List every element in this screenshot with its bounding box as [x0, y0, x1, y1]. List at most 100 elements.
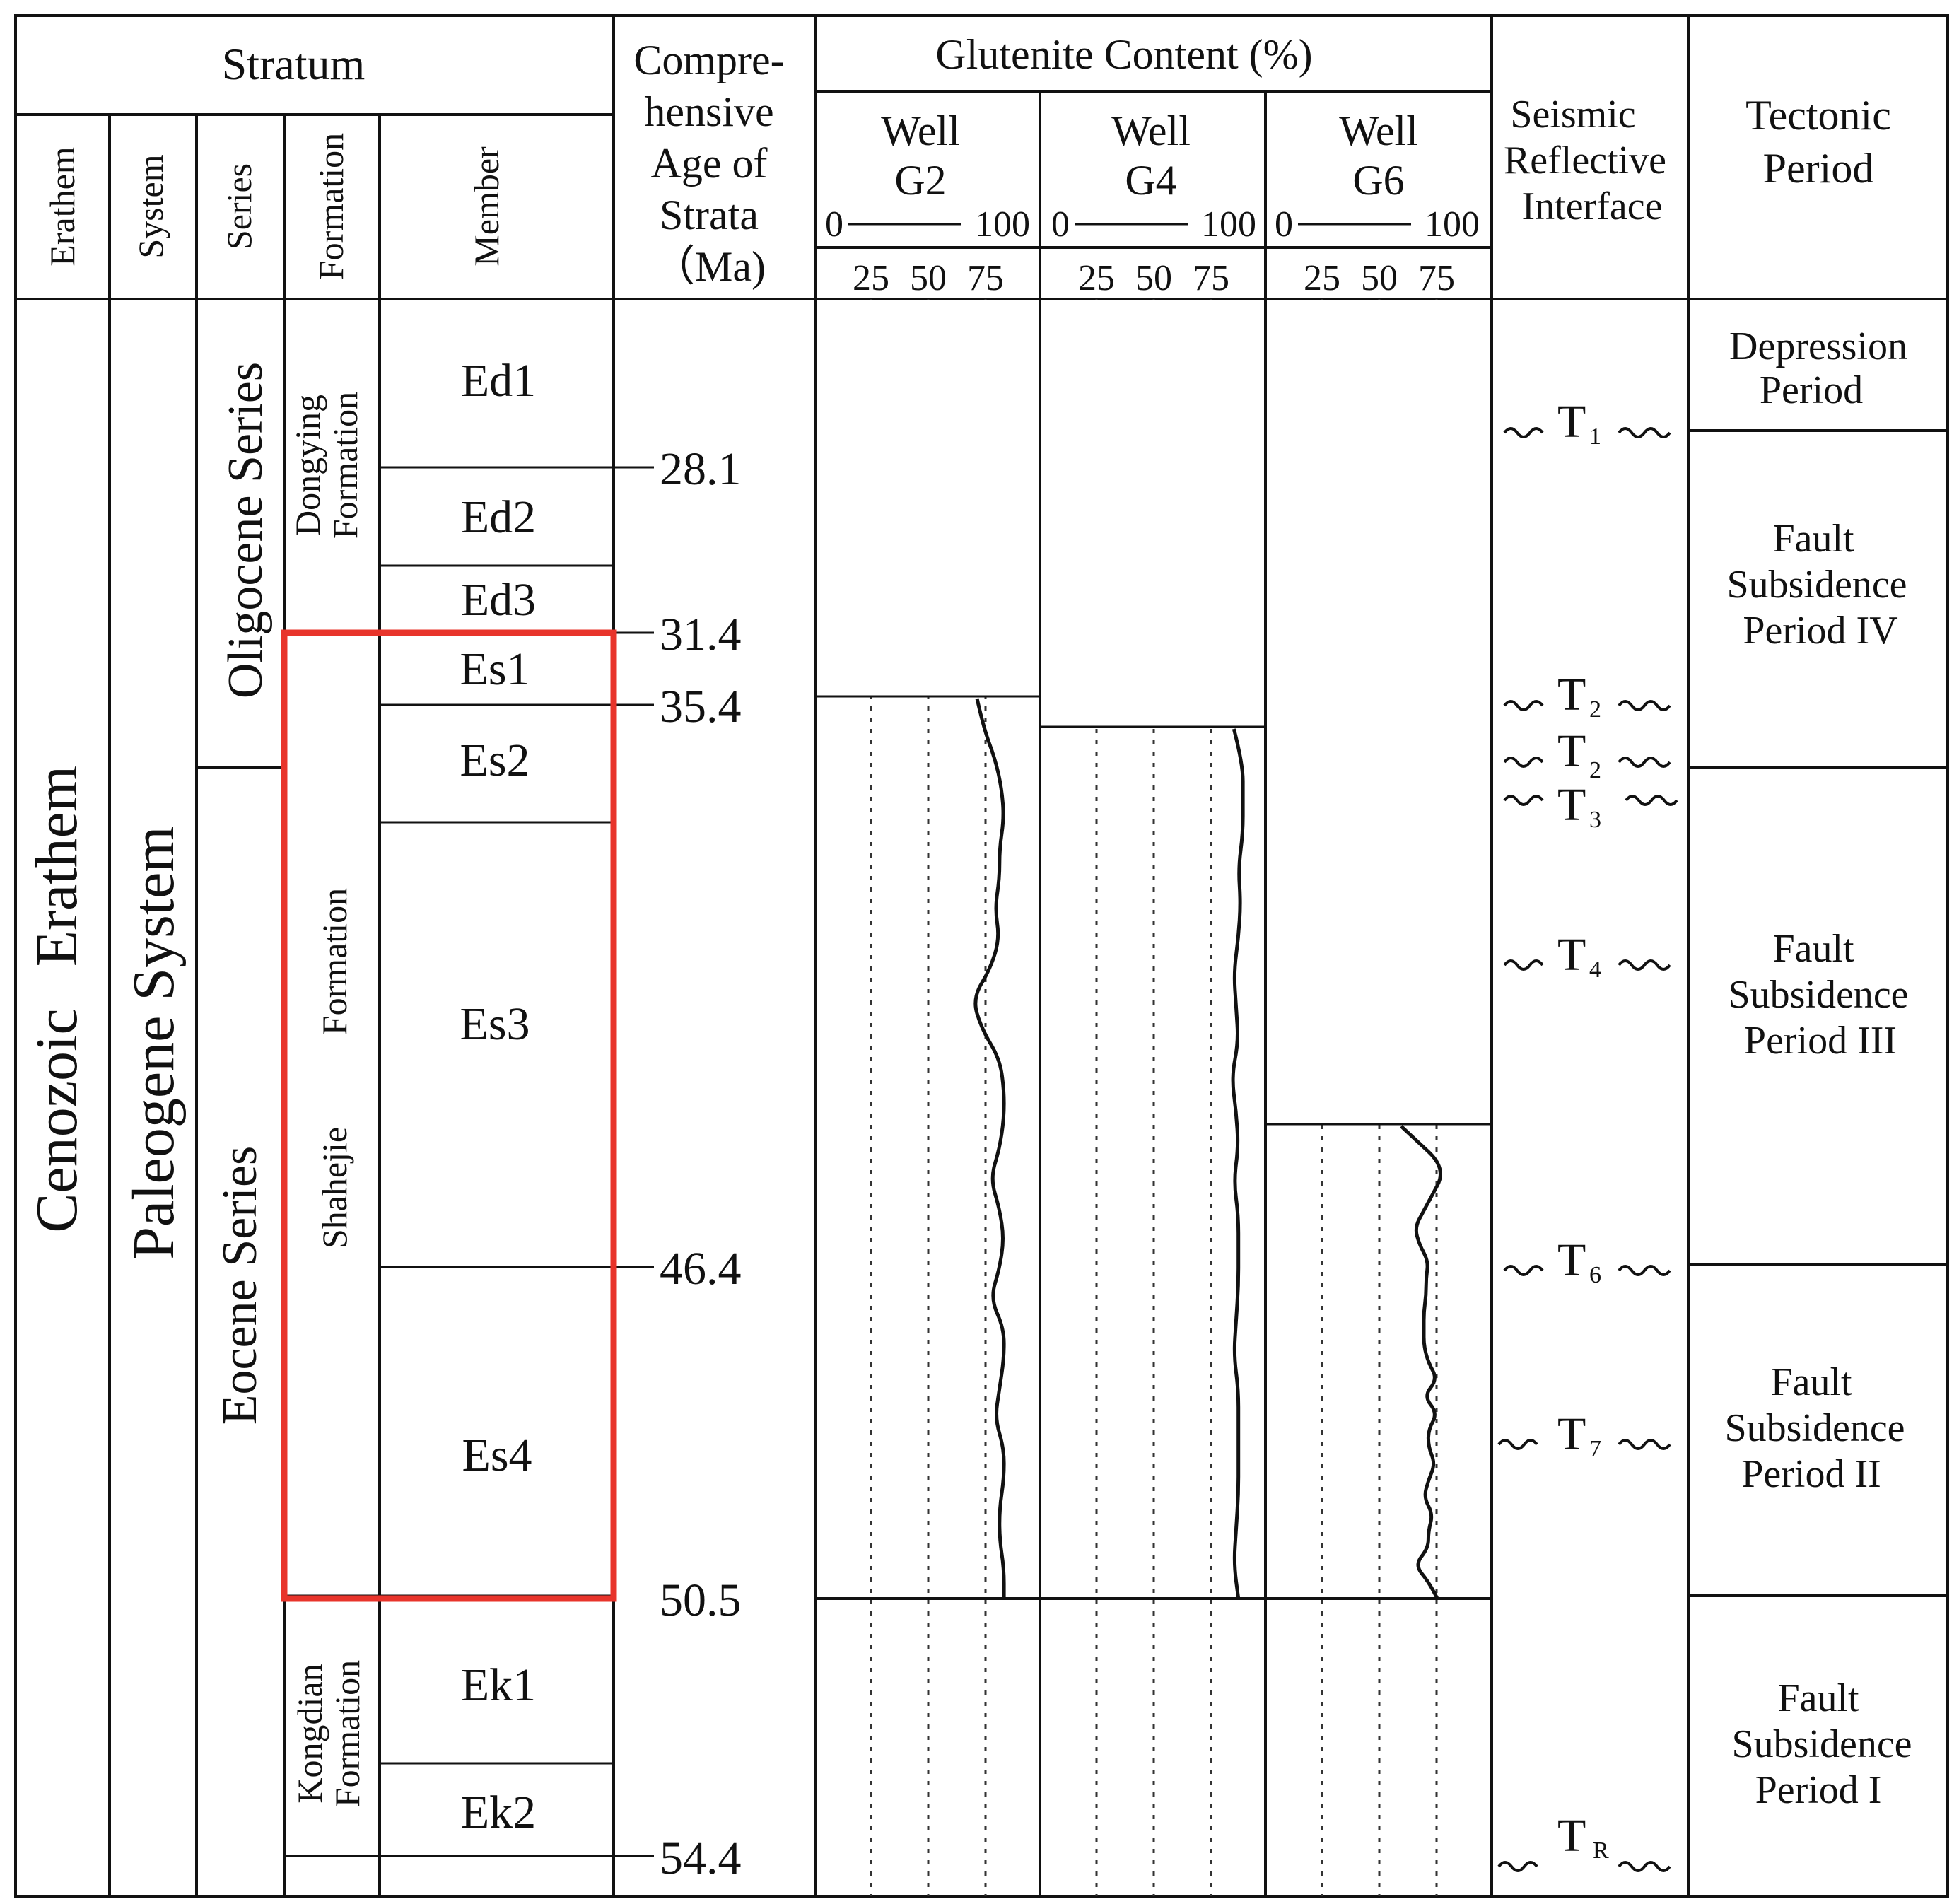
svg-text:Period III: Period III: [1744, 1019, 1897, 1063]
age-54-4: 54.4: [660, 1833, 742, 1884]
svg-text:0: 0: [1275, 204, 1293, 245]
well-g4-header: Well G4: [1111, 107, 1191, 204]
age-28-1: 28.1: [660, 443, 742, 495]
age-46-4: 46.4: [660, 1243, 742, 1295]
svg-text:Kongdian: Kongdian: [290, 1664, 329, 1803]
svg-text:25: 25: [1078, 258, 1115, 298]
svg-text:T: T: [1557, 1408, 1586, 1460]
tectonic-fault-ii: Fault Subsidence Period II: [1724, 1360, 1905, 1496]
interface-t4: T 4: [1503, 929, 1671, 983]
erathem-label: Cenozoic Erathem: [24, 766, 90, 1233]
svg-text:Fault: Fault: [1772, 927, 1854, 971]
svg-text:Interface: Interface: [1522, 185, 1663, 228]
svg-text:75: 75: [1418, 258, 1455, 298]
svg-text:75: 75: [1193, 258, 1229, 298]
tectonic-fault-iv: Fault Subsidence Period IV: [1726, 517, 1907, 653]
well-g4-ticks: 25 50 75: [1078, 258, 1229, 298]
tectonic-fault-i: Fault Subsidence Period I: [1731, 1676, 1912, 1812]
svg-text:Reflective: Reflective: [1504, 139, 1666, 182]
svg-text:6: 6: [1589, 1262, 1601, 1288]
well-g6-scale: 0 100: [1275, 204, 1480, 245]
svg-text:2: 2: [1589, 757, 1601, 783]
svg-text:Period IV: Period IV: [1743, 609, 1897, 653]
formation-kongdian: Kongdian Formation: [290, 1660, 367, 1807]
stratum-body: Cenozoic Erathem Paleogene System Oligoc…: [24, 355, 742, 1884]
svg-text:7: 7: [1589, 1436, 1601, 1462]
svg-text:Depression: Depression: [1729, 325, 1907, 368]
seismic-column: T 1 T 2 T 2 T 3 T 4: [1497, 396, 1678, 1872]
svg-text:Fault: Fault: [1770, 1360, 1852, 1404]
svg-text:T: T: [1557, 779, 1586, 831]
interface-t2-lower: T 2: [1503, 725, 1671, 783]
interface-tr: T R: [1497, 1810, 1671, 1872]
formation-shahejie: Shahejie Formation: [315, 888, 354, 1249]
series-eocene: Eocene Series: [213, 1146, 267, 1425]
well-g6-ticks: 25 50 75: [1304, 258, 1455, 298]
header-row: Stratum Erathem System Series Formation …: [42, 31, 1891, 298]
member-es1: Es1: [460, 643, 530, 695]
svg-text:G6: G6: [1352, 157, 1404, 204]
interface-t3: T 3: [1503, 779, 1678, 833]
svg-text:Cenozoic: Cenozoic: [24, 1008, 90, 1232]
svg-text:R: R: [1593, 1838, 1609, 1864]
member-ek2: Ek2: [461, 1787, 536, 1838]
svg-text:Age of: Age of: [651, 140, 768, 187]
svg-text:2: 2: [1589, 696, 1601, 723]
well-g4-scale: 0 100: [1051, 204, 1256, 245]
svg-text:Dongying: Dongying: [288, 395, 327, 536]
formation-header: Formation: [311, 133, 351, 280]
svg-text:G2: G2: [894, 157, 946, 204]
interface-t1: T 1: [1503, 396, 1671, 450]
age-header: Compre- hensive Age of Strata （Ma): [633, 37, 784, 290]
svg-text:50: 50: [1135, 258, 1172, 298]
svg-text:Formation: Formation: [327, 1660, 367, 1807]
interface-t6: T 6: [1503, 1234, 1671, 1288]
svg-text:T: T: [1557, 725, 1586, 777]
svg-text:Shahejie: Shahejie: [315, 1127, 354, 1249]
svg-text:T: T: [1557, 929, 1586, 981]
erathem-header: Erathem: [42, 146, 82, 266]
member-es2: Es2: [460, 735, 530, 786]
system-label: Paleogene System: [121, 826, 187, 1260]
member-es3: Es3: [460, 998, 530, 1050]
seismic-header: Seismic Reflective Interface: [1504, 93, 1666, 228]
svg-text:Period: Period: [1763, 145, 1874, 192]
svg-text:3: 3: [1589, 807, 1601, 833]
highlight-box: [281, 629, 617, 1602]
svg-text:Period II: Period II: [1741, 1452, 1881, 1496]
glutenite-header: Glutenite Content (%): [935, 31, 1312, 78]
svg-text:T: T: [1557, 1234, 1586, 1286]
svg-text:100: 100: [1425, 204, 1480, 245]
svg-text:75: 75: [967, 258, 1004, 298]
age-50-5: 50.5: [660, 1575, 742, 1626]
svg-text:Tectonic: Tectonic: [1745, 92, 1891, 139]
svg-text:G4: G4: [1125, 157, 1176, 204]
well-g2-ticks: 25 50 75: [853, 258, 1004, 298]
svg-text:25: 25: [1304, 258, 1340, 298]
member-ed1: Ed1: [461, 355, 536, 407]
well-g2-curve: [973, 698, 1006, 1599]
svg-text:0: 0: [1051, 204, 1070, 245]
svg-text:Well: Well: [1111, 107, 1191, 154]
svg-text:Fault: Fault: [1772, 517, 1854, 561]
svg-text:Strata: Strata: [660, 192, 759, 238]
svg-text:100: 100: [975, 204, 1030, 245]
svg-text:T: T: [1557, 669, 1586, 720]
svg-text:50: 50: [910, 258, 947, 298]
svg-text:Well: Well: [881, 107, 960, 154]
tectonic-header: Tectonic Period: [1745, 92, 1891, 192]
svg-text:hensive: hensive: [644, 88, 773, 135]
tectonic-column: Depression Period Fault Subsidence Perio…: [1688, 325, 1948, 1812]
well-g6-curve: [1400, 1125, 1442, 1600]
age-35-4: 35.4: [660, 681, 742, 732]
svg-text:4: 4: [1589, 957, 1601, 983]
interface-t2-upper: T 2: [1503, 669, 1671, 723]
well-g2-header: Well G2: [881, 107, 960, 204]
svg-text:（Ma): （Ma): [653, 243, 766, 290]
svg-text:Formation: Formation: [315, 888, 354, 1035]
svg-text:T: T: [1557, 396, 1586, 448]
age-31-4: 31.4: [660, 609, 742, 660]
well-g2-scale: 0 100: [825, 204, 1030, 245]
svg-text:1: 1: [1589, 424, 1601, 450]
